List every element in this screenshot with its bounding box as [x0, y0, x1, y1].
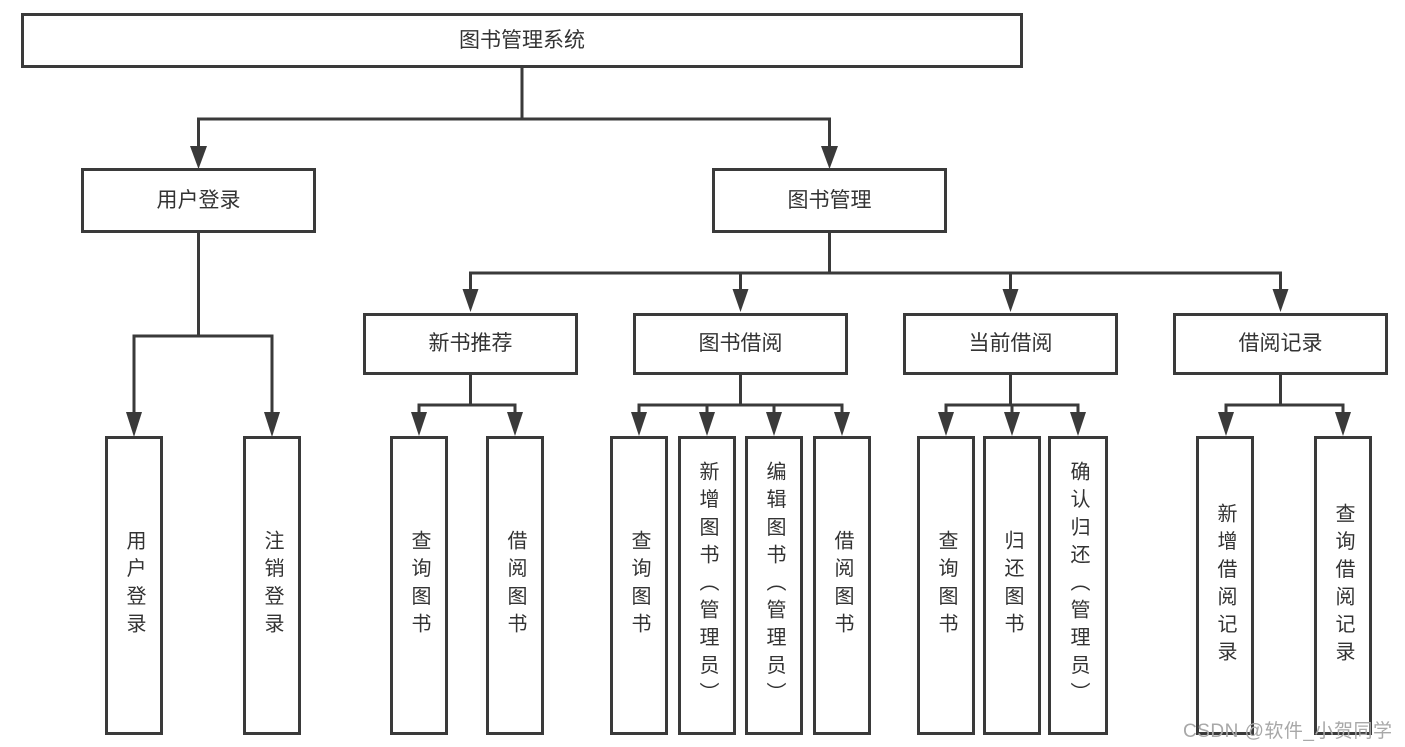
node-borrowing-records: 借阅记录 [1173, 313, 1388, 375]
leaf-label: 查询借阅记录 [1332, 502, 1354, 669]
leaf-label: 查询图书 [935, 530, 957, 641]
node-current-borrowing: 当前借阅 [903, 313, 1118, 375]
leaf-query-borrow-record: 查询借阅记录 [1314, 436, 1372, 735]
leaf-query-books-recommend: 查询图书 [390, 436, 448, 735]
leaf-query-books-current: 查询图书 [917, 436, 975, 735]
csdn-watermark: CSDN @软件_小贺同学 [1183, 721, 1393, 742]
leaf-label: 借阅图书 [831, 530, 853, 641]
leaf-label: 归还图书 [1001, 530, 1023, 641]
leaf-label: 注销登录 [261, 530, 283, 641]
leaf-label: 新增借阅记录 [1214, 502, 1236, 669]
node-label: 新书推荐 [428, 332, 513, 356]
leaf-user-login: 用户登录 [105, 436, 163, 735]
node-label: 图书管理 [787, 188, 872, 212]
leaf-logout: 注销登录 [243, 436, 301, 735]
leaf-confirm-return-admin: 确认归还（管理员） [1048, 436, 1108, 735]
leaf-label: 确认归还（管理员） [1067, 461, 1089, 710]
leaf-label: 查询图书 [628, 530, 650, 641]
leaf-label: 新增图书（管理员） [696, 461, 718, 710]
leaf-borrow-books-borrowing: 借阅图书 [813, 436, 871, 735]
node-label: 图书借阅 [698, 332, 783, 356]
node-label: 用户登录 [156, 188, 241, 212]
node-user-login: 用户登录 [81, 168, 316, 233]
leaf-add-books-admin: 新增图书（管理员） [678, 436, 736, 735]
leaf-label: 借阅图书 [504, 530, 526, 641]
node-label: 当前借阅 [968, 332, 1053, 356]
leaf-edit-books-admin: 编辑图书（管理员） [745, 436, 803, 735]
node-book-borrowing: 图书借阅 [633, 313, 848, 375]
leaf-label: 用户登录 [123, 530, 145, 641]
leaf-add-borrow-record: 新增借阅记录 [1196, 436, 1254, 735]
node-label: 借阅记录 [1238, 332, 1323, 356]
leaf-borrow-books-recommend: 借阅图书 [486, 436, 544, 735]
leaf-label: 编辑图书（管理员） [763, 461, 785, 710]
node-new-book-recommend: 新书推荐 [363, 313, 578, 375]
node-label: 图书管理系统 [459, 28, 585, 52]
leaf-query-books-borrowing: 查询图书 [610, 436, 668, 735]
leaf-label: 查询图书 [408, 530, 430, 641]
node-book-management: 图书管理 [712, 168, 947, 233]
leaf-return-books: 归还图书 [983, 436, 1041, 735]
node-library-management-system: 图书管理系统 [21, 13, 1023, 68]
